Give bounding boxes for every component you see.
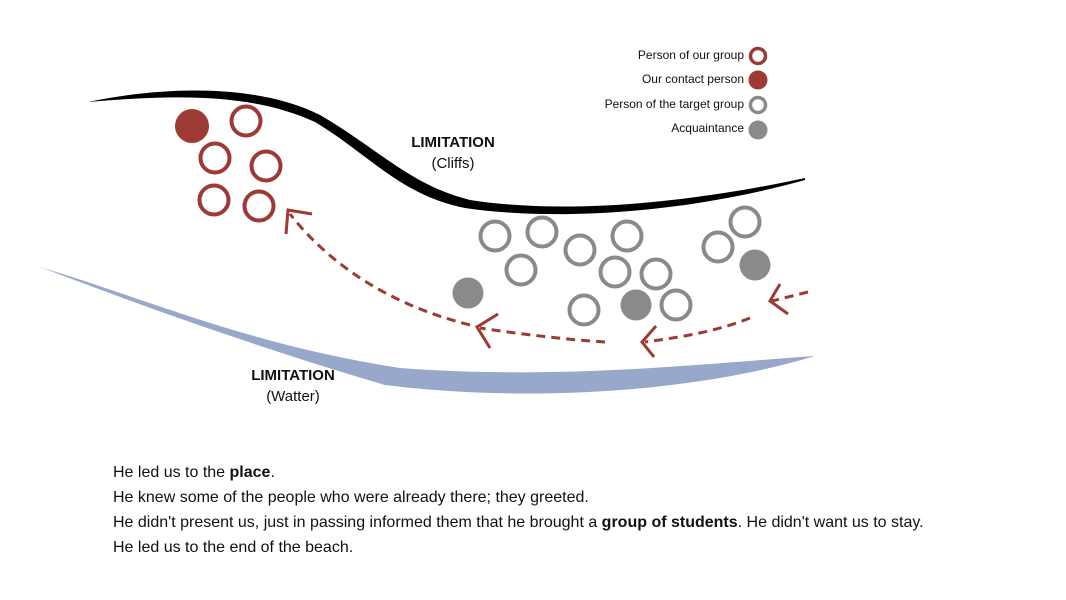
- narrative-line-1-bold: place: [229, 464, 271, 481]
- target-group-person: [639, 257, 673, 291]
- grey-dot-icon: [748, 120, 768, 140]
- narrative-line-3: He didn't present us, just in passing in…: [113, 510, 1043, 535]
- target-group-person: [701, 230, 735, 264]
- route-arrows: [284, 208, 809, 358]
- our-group-person: [249, 149, 283, 183]
- route-arrow-entry-head: [768, 283, 789, 316]
- red-dot-icon: [748, 70, 768, 90]
- target-group-person: [478, 219, 512, 253]
- our-group-person: [242, 189, 276, 223]
- target-group-person: [525, 215, 559, 249]
- our-group-person: [197, 183, 231, 217]
- red-ring-icon: [748, 46, 768, 66]
- water-boundary: [40, 267, 815, 394]
- narrative-line-3-bold: group of students: [601, 514, 738, 531]
- route-arrow-middle-head: [640, 325, 658, 358]
- narrative-line-1-text: He led us to the: [113, 464, 230, 481]
- cliffs-limitation-subtitle: (Cliffs): [431, 155, 474, 172]
- our-group-person: [198, 141, 232, 175]
- target-group-person: [728, 205, 762, 239]
- acquaintance-dot: [620, 289, 652, 321]
- narrative-line-2: He knew some of the people who were alre…: [113, 489, 589, 506]
- cliffs-limitation-title: LIMITATION: [411, 134, 495, 151]
- acquaintance-dot: [452, 277, 484, 309]
- route-arrow-long: [288, 213, 471, 327]
- narrative-line-1-end: .: [270, 464, 275, 481]
- legend-label-target-group: Person of the target group: [605, 97, 745, 111]
- route-arrow-west: [479, 326, 606, 344]
- narrative-line-4: He led us to the end of the beach.: [113, 539, 354, 556]
- legend-label-acquaintance: Acquaintance: [671, 121, 744, 135]
- legend-label-our-group: Person of our group: [638, 48, 744, 62]
- target-group-person: [610, 219, 644, 253]
- our-group-cluster: [175, 104, 283, 223]
- target-group-person: [563, 233, 597, 267]
- grey-ring-icon: [748, 95, 768, 115]
- legend-label-contact: Our contact person: [642, 72, 744, 86]
- water-limitation-subtitle: (Watter): [266, 388, 320, 405]
- target-group-person: [659, 288, 693, 322]
- target-group-person: [567, 293, 601, 327]
- target-group-person: [504, 253, 538, 287]
- narrative-text: He led us to the place. He knew some of …: [113, 460, 1043, 560]
- route-arrow-west-head: [474, 312, 499, 349]
- legend: Person of our group Our contact person P…: [605, 46, 768, 140]
- our-group-person: [229, 104, 263, 138]
- target-group-person: [598, 255, 632, 289]
- narrative-line-3-text: He didn't present us, just in passing in…: [113, 514, 602, 531]
- narrative-line-1: He led us to the place.: [113, 460, 1043, 485]
- route-arrow-entry: [771, 290, 809, 303]
- target-group-cluster: [452, 205, 771, 327]
- water-limitation-title: LIMITATION: [251, 367, 335, 384]
- acquaintance-dot: [739, 249, 771, 281]
- route-arrow-long-head: [284, 208, 313, 235]
- route-arrow-middle: [644, 316, 751, 344]
- contact-person-dot: [175, 109, 209, 143]
- narrative-line-3-end: . He didn't want us to stay.: [737, 514, 924, 531]
